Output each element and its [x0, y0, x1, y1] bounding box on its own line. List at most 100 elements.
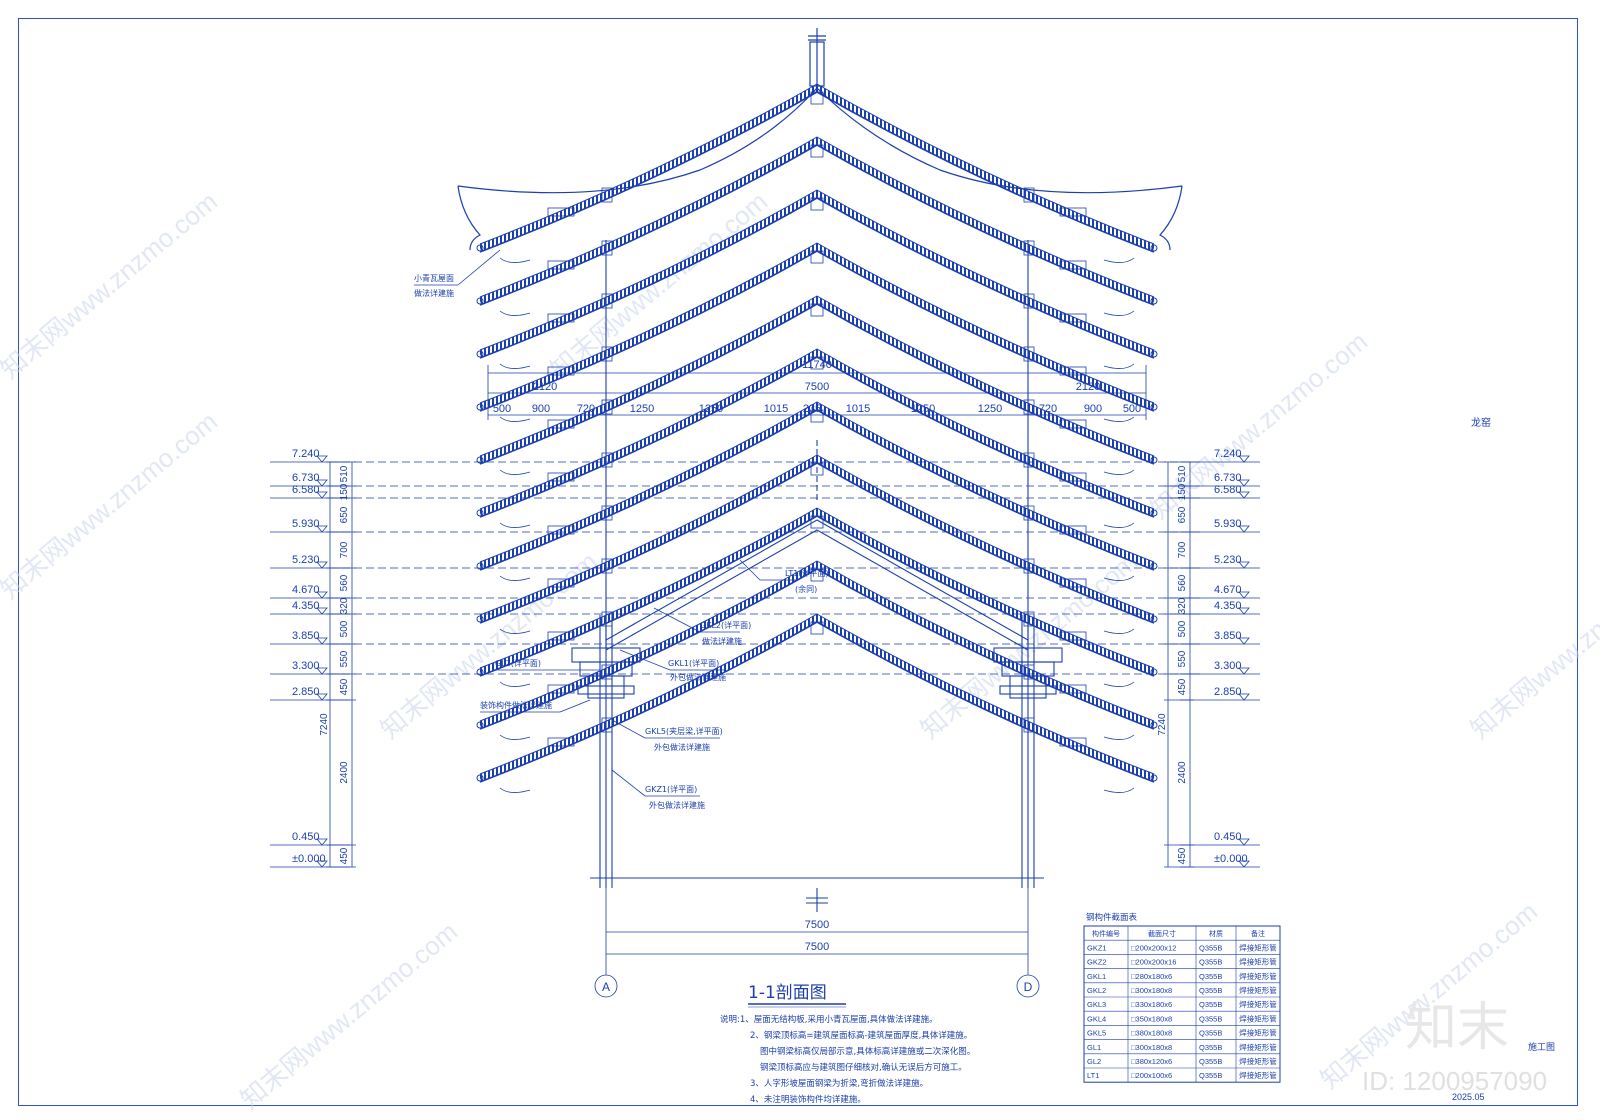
table-cell: 焊接矩形管: [1239, 999, 1277, 1009]
post-block: [1023, 346, 1035, 362]
table-cell: 焊接矩形管: [1239, 1056, 1277, 1066]
post-block: [601, 452, 613, 468]
table-cell: Q355B: [1199, 1000, 1222, 1009]
level-marker: [316, 860, 328, 868]
elevation-label: 6.580: [292, 484, 320, 496]
watermark-text: 知末网www.znzmo.com: [915, 546, 1143, 744]
segment-label: 1250: [978, 403, 1002, 415]
eave-bracket: [1103, 522, 1135, 528]
level-marker: [1238, 491, 1250, 499]
watermark-text: 知末网www.znzmo.com: [1465, 546, 1600, 744]
level-lines: [330, 461, 1200, 675]
segment-label: 500: [493, 403, 511, 415]
level-dim-label: 510: [1177, 465, 1188, 482]
top-dimensions: [487, 365, 1147, 420]
purlin-block: [547, 525, 575, 535]
purlin-block: [547, 366, 575, 376]
level-dim-label: 450: [1177, 847, 1188, 864]
roof-line-bottom: [479, 91, 1155, 253]
table-cell: 焊接矩形管: [1239, 1028, 1277, 1038]
purlin-block: [1059, 207, 1087, 217]
purlin-block: [547, 419, 575, 429]
table-cell: 焊接矩形管: [1239, 957, 1277, 967]
purlin-block: [547, 313, 575, 323]
post-block: [1023, 505, 1035, 521]
post-block: [1023, 399, 1035, 415]
level-dim-label: 650: [1177, 506, 1188, 523]
dim-span: 7500: [805, 381, 829, 393]
level-marker: [1238, 455, 1250, 463]
roof-tile-band: [478, 136, 1156, 305]
purlin-block: [1059, 419, 1087, 429]
table-cell: 焊接矩形管: [1239, 985, 1277, 995]
elevation-label: 4.350: [292, 600, 320, 612]
segment-label: 1250: [699, 403, 723, 415]
eave-bracket: [499, 522, 531, 528]
callout-gkl2: GKL2(详平面): [700, 620, 751, 630]
eave-bracket: [499, 257, 531, 263]
eave-end: [1150, 403, 1158, 411]
level-dim-label: 2400: [339, 761, 350, 784]
elevation-label: 5.230: [1214, 554, 1242, 566]
level-marker: [316, 637, 328, 645]
callout-gkl1-note: 外包做法详建施: [670, 672, 726, 682]
table-cell: Q355B: [1199, 1014, 1222, 1023]
table-header: 备注: [1251, 929, 1265, 938]
callout-gkl5-note: 外包做法详建施: [654, 742, 710, 752]
eave-bracket: [1103, 416, 1135, 422]
segment-label: 1015: [764, 403, 788, 415]
segment-label: 900: [532, 403, 550, 415]
post-block: [1023, 240, 1035, 256]
level-marker: [1238, 525, 1250, 533]
level-marker: [1238, 561, 1250, 569]
elevation-label: 4.670: [292, 584, 320, 596]
purlin-block: [1059, 260, 1087, 270]
table-cell: 焊接矩形管: [1239, 1013, 1277, 1023]
eave-bracket: [1103, 575, 1135, 581]
segment-label: 900: [1084, 403, 1102, 415]
post-block: [601, 346, 613, 362]
table-cell: Q355B: [1199, 972, 1222, 981]
table-cell: GKL2: [1087, 986, 1106, 995]
general-notes: 说明:1、屋面无结构板,采用小青瓦屋面,具体做法详建施。 2、钢梁顶标高=建筑屋…: [720, 1014, 975, 1105]
table-cell: GKL4: [1087, 1014, 1106, 1023]
dim-bottom-2: 7500: [805, 941, 829, 953]
eave-bracket: [499, 416, 531, 422]
table-cell: Q355B: [1199, 958, 1222, 967]
eave-end: [1150, 615, 1158, 623]
level-dim-label: 320: [1177, 597, 1188, 614]
post-block: [1023, 452, 1035, 468]
callout-lt1-note: (余同): [795, 584, 817, 594]
level-dim-label: 560: [339, 574, 350, 591]
table-cell: 焊接矩形管: [1239, 971, 1277, 981]
callout-gkl2-note: 做法详建施: [702, 636, 742, 646]
ridge-block: [810, 515, 824, 529]
eave-bracket: [1103, 310, 1135, 316]
eave-end: [476, 509, 484, 517]
elevation-label: 2.850: [292, 686, 320, 698]
brand-logo: 知末: [1405, 998, 1509, 1058]
axis-bubble-d: D: [1024, 980, 1033, 994]
post-block: [601, 399, 613, 415]
eave-end: [1150, 509, 1158, 517]
level-dim-label: 700: [339, 541, 350, 558]
table-cell: □200x200x16: [1131, 958, 1176, 967]
post-block: [601, 293, 613, 309]
segment-label: 235: [803, 403, 821, 415]
level-dim-label: 500: [1177, 620, 1188, 637]
eave-curves: [457, 87, 1183, 251]
roof-line-top: [479, 136, 1155, 298]
elevation-label: 5.930: [1214, 518, 1242, 530]
total-height-label: 7240: [1157, 713, 1168, 736]
eave-end: [476, 297, 484, 305]
purlin-block: [1059, 737, 1087, 747]
roof-layers: [476, 83, 1158, 793]
watermark-text: 知末网www.znzmo.com: [0, 406, 223, 604]
table-cell: Q355B: [1199, 1029, 1222, 1038]
elevation-label: 5.930: [292, 518, 320, 530]
table-header: 材质: [1209, 929, 1223, 938]
callout-gkz1-note: 外包做法详建施: [649, 800, 705, 810]
ridge-block: [810, 197, 824, 211]
roof-line-top: [479, 348, 1155, 510]
